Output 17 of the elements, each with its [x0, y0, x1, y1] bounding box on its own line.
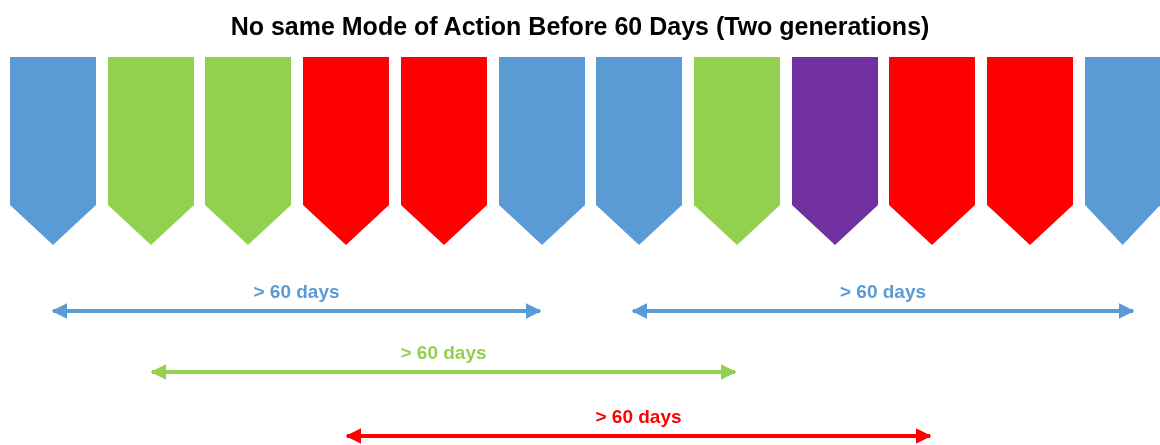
duration-label: > 60 days	[400, 342, 487, 364]
pentagon-block	[498, 57, 585, 245]
duration-label: > 60 days	[839, 281, 927, 303]
pentagon-block	[889, 57, 976, 245]
pentagon-block	[10, 57, 96, 245]
pentagon-block	[107, 57, 194, 245]
pentagon-block	[791, 57, 878, 245]
duration-label: > 60 days	[595, 406, 682, 428]
duration-label: > 60 days	[253, 281, 340, 303]
title: No same Mode of Action Before 60 Days (Two generations)	[229, 12, 931, 41]
pentagon-block	[596, 57, 683, 245]
pentagon-block	[303, 57, 390, 245]
pentagon-block	[400, 57, 487, 245]
pentagon-block	[987, 57, 1073, 245]
pentagon-block	[1084, 57, 1160, 245]
pentagon-block	[693, 57, 780, 245]
pentagon-block	[205, 57, 292, 245]
